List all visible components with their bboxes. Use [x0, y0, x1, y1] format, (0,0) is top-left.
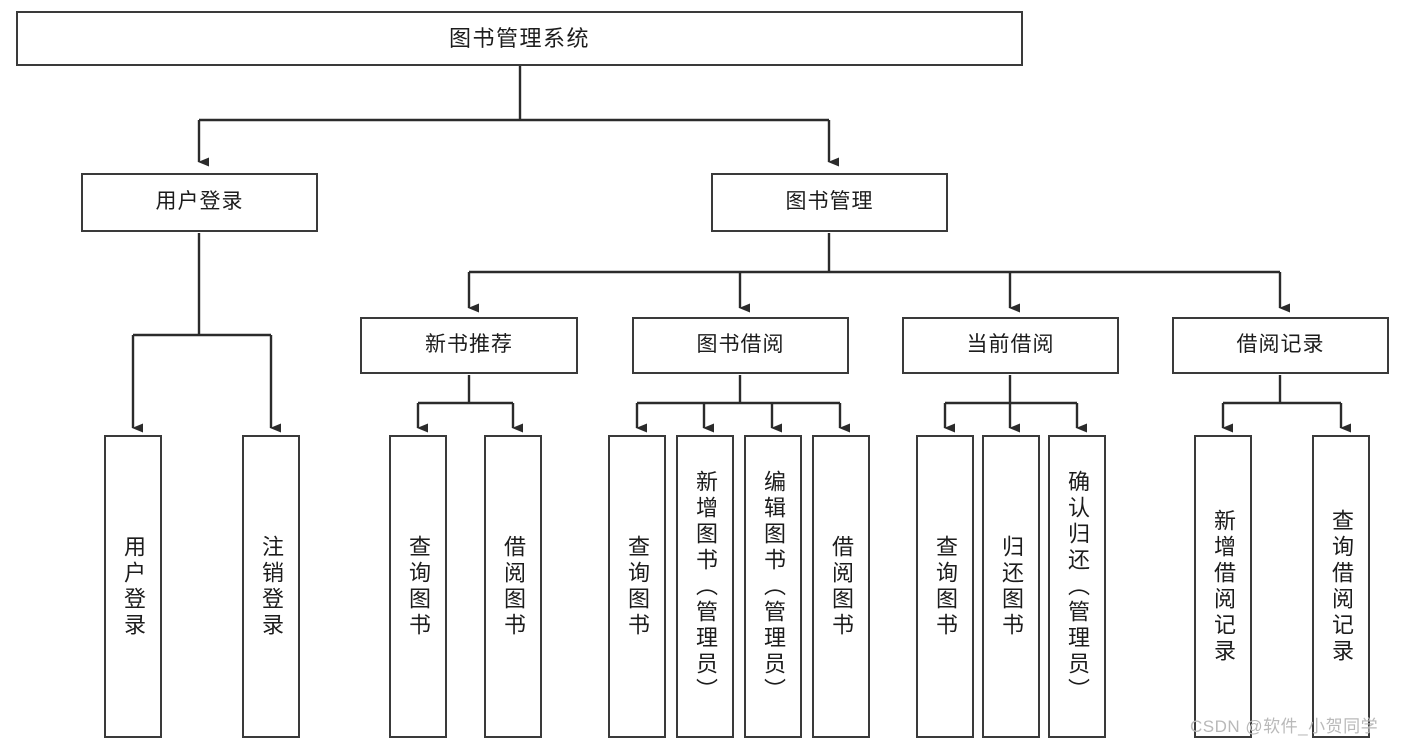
node-label: 注销登录 [259, 534, 284, 639]
node-label: 用户登录 [121, 534, 146, 639]
node-label: 查询图书 [406, 534, 431, 639]
leaf-current-borrow-query[interactable]: 查询图书 [916, 435, 974, 738]
node-label: 图书借阅 [696, 333, 785, 357]
csdn-watermark: CSDN @软件_小贺同学 [1190, 717, 1379, 736]
node-book-borrow[interactable]: 图书借阅 [632, 317, 849, 374]
node-label: 用户登录 [155, 190, 244, 214]
leaf-user-login-login[interactable]: 用户登录 [104, 435, 162, 738]
node-label: 新增图书（管理员） [693, 469, 718, 704]
leaf-new-book-query[interactable]: 查询图书 [389, 435, 447, 738]
node-label: 借阅图书 [829, 534, 854, 639]
node-borrow-record[interactable]: 借阅记录 [1172, 317, 1389, 374]
leaf-user-login-logout[interactable]: 注销登录 [242, 435, 300, 738]
node-label: 查询借阅记录 [1329, 508, 1354, 665]
node-user-login[interactable]: 用户登录 [81, 173, 318, 232]
leaf-current-borrow-confirm-return[interactable]: 确认归还（管理员） [1048, 435, 1106, 738]
leaf-book-borrow-edit[interactable]: 编辑图书（管理员） [744, 435, 802, 738]
node-label: 编辑图书（管理员） [761, 469, 786, 704]
node-label: 借阅图书 [501, 534, 526, 639]
node-label: 确认归还（管理员） [1065, 469, 1090, 704]
node-label: 归还图书 [999, 534, 1024, 639]
node-label: 图书管理系统 [448, 25, 590, 51]
node-label: 查询图书 [625, 534, 650, 639]
leaf-book-borrow-query[interactable]: 查询图书 [608, 435, 666, 738]
node-book-management[interactable]: 图书管理 [711, 173, 948, 232]
leaf-borrow-record-add[interactable]: 新增借阅记录 [1194, 435, 1252, 738]
leaf-current-borrow-return[interactable]: 归还图书 [982, 435, 1040, 738]
node-label: 当前借阅 [966, 333, 1055, 357]
leaf-book-borrow-add[interactable]: 新增图书（管理员） [676, 435, 734, 738]
node-label: 图书管理 [785, 190, 874, 214]
node-root-book-management-system[interactable]: 图书管理系统 [16, 11, 1023, 66]
leaf-book-borrow-borrow[interactable]: 借阅图书 [812, 435, 870, 738]
node-new-book-recommend[interactable]: 新书推荐 [360, 317, 578, 374]
node-label: 新增借阅记录 [1211, 508, 1236, 665]
node-label: 借阅记录 [1236, 333, 1325, 357]
node-label: 新书推荐 [425, 333, 513, 357]
leaf-new-book-borrow[interactable]: 借阅图书 [484, 435, 542, 738]
leaf-borrow-record-query[interactable]: 查询借阅记录 [1312, 435, 1370, 738]
node-label: 查询图书 [933, 534, 958, 639]
node-current-borrow[interactable]: 当前借阅 [902, 317, 1119, 374]
